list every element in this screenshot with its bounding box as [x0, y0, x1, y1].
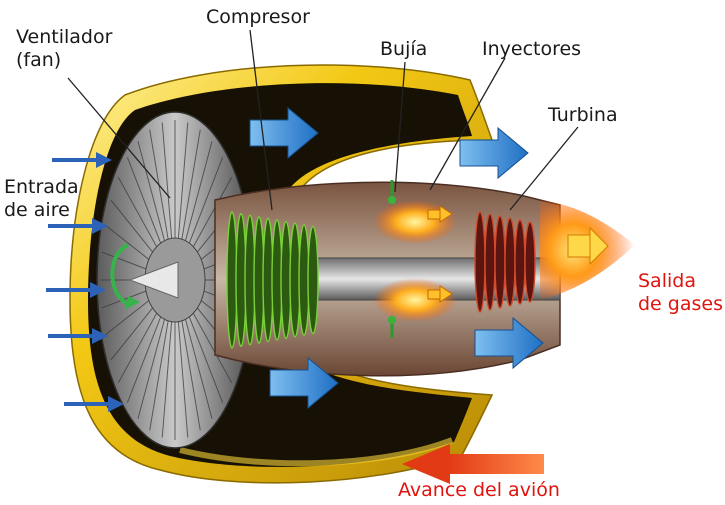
leader-compresor: [249, 29, 273, 211]
flame-upper: [373, 200, 457, 244]
flame-arrow-upper: [427, 209, 441, 220]
turbine-stage: [504, 217, 516, 307]
label-salida-de-gases: Salida de gases: [638, 270, 723, 316]
label-salida-line1: Salida: [638, 270, 696, 292]
arrow-right-icon-head: [96, 152, 112, 168]
flame-arrow-lower: [427, 289, 441, 300]
arrow-right-icon-head: [90, 282, 106, 298]
flame-lower: [373, 278, 457, 322]
fan-ventilador: [96, 111, 254, 449]
turbine-stage: [494, 215, 506, 309]
label-salida-line2: de gases: [638, 293, 723, 315]
bypass-flow-arrows: [249, 106, 544, 410]
exhaust-gases: [540, 200, 635, 300]
label-inyectores: Inyectores: [482, 38, 582, 60]
arrow-right-icon-head: [92, 328, 108, 344]
turbine-stage: [514, 219, 526, 305]
combustion-chamber: [373, 180, 457, 338]
label-turbina: Turbina: [548, 104, 618, 126]
compressor-compresor: [226, 211, 319, 349]
label-avance-del-avion: Avance del avión: [398, 479, 560, 501]
label-bujia: Bujía: [380, 38, 428, 60]
label-entrada-de-aire: Entrada de aire: [4, 176, 79, 222]
label-ventilador-line1: Ventilador: [16, 26, 113, 48]
leader-bujia: [394, 61, 406, 193]
bypass-arrow-icon: [269, 356, 339, 410]
travel-direction-arrow-icon: [402, 444, 544, 484]
compressor-stage: [307, 225, 319, 335]
label-ventilador-line2: (fan): [16, 49, 62, 71]
leader-ventilador: [67, 77, 171, 199]
arrow-right-icon-head: [108, 396, 124, 412]
bypass-arrow-icon: [474, 316, 544, 370]
label-entrada-line2: de aire: [4, 199, 70, 221]
bypass-arrow-icon: [249, 106, 319, 160]
leader-lines: [67, 29, 579, 211]
arrow-right-icon-head: [92, 218, 108, 234]
leader-inyectores: [429, 57, 506, 191]
leader-turbina: [509, 126, 579, 211]
label-compresor: Compresor: [206, 6, 310, 28]
turbine-stage: [474, 211, 486, 313]
label-entrada-line1: Entrada: [4, 176, 79, 198]
intake-arrows: [46, 152, 124, 412]
exhaust-arrow: [567, 234, 591, 258]
turbine-stage: [524, 221, 536, 303]
turbine-turbina: [474, 211, 536, 313]
rotation-arrow-icon: [110, 243, 140, 310]
label-ventilador: Ventilador (fan): [16, 26, 112, 72]
turbine-stage: [484, 213, 496, 311]
bypass-arrow-icon: [459, 126, 529, 180]
